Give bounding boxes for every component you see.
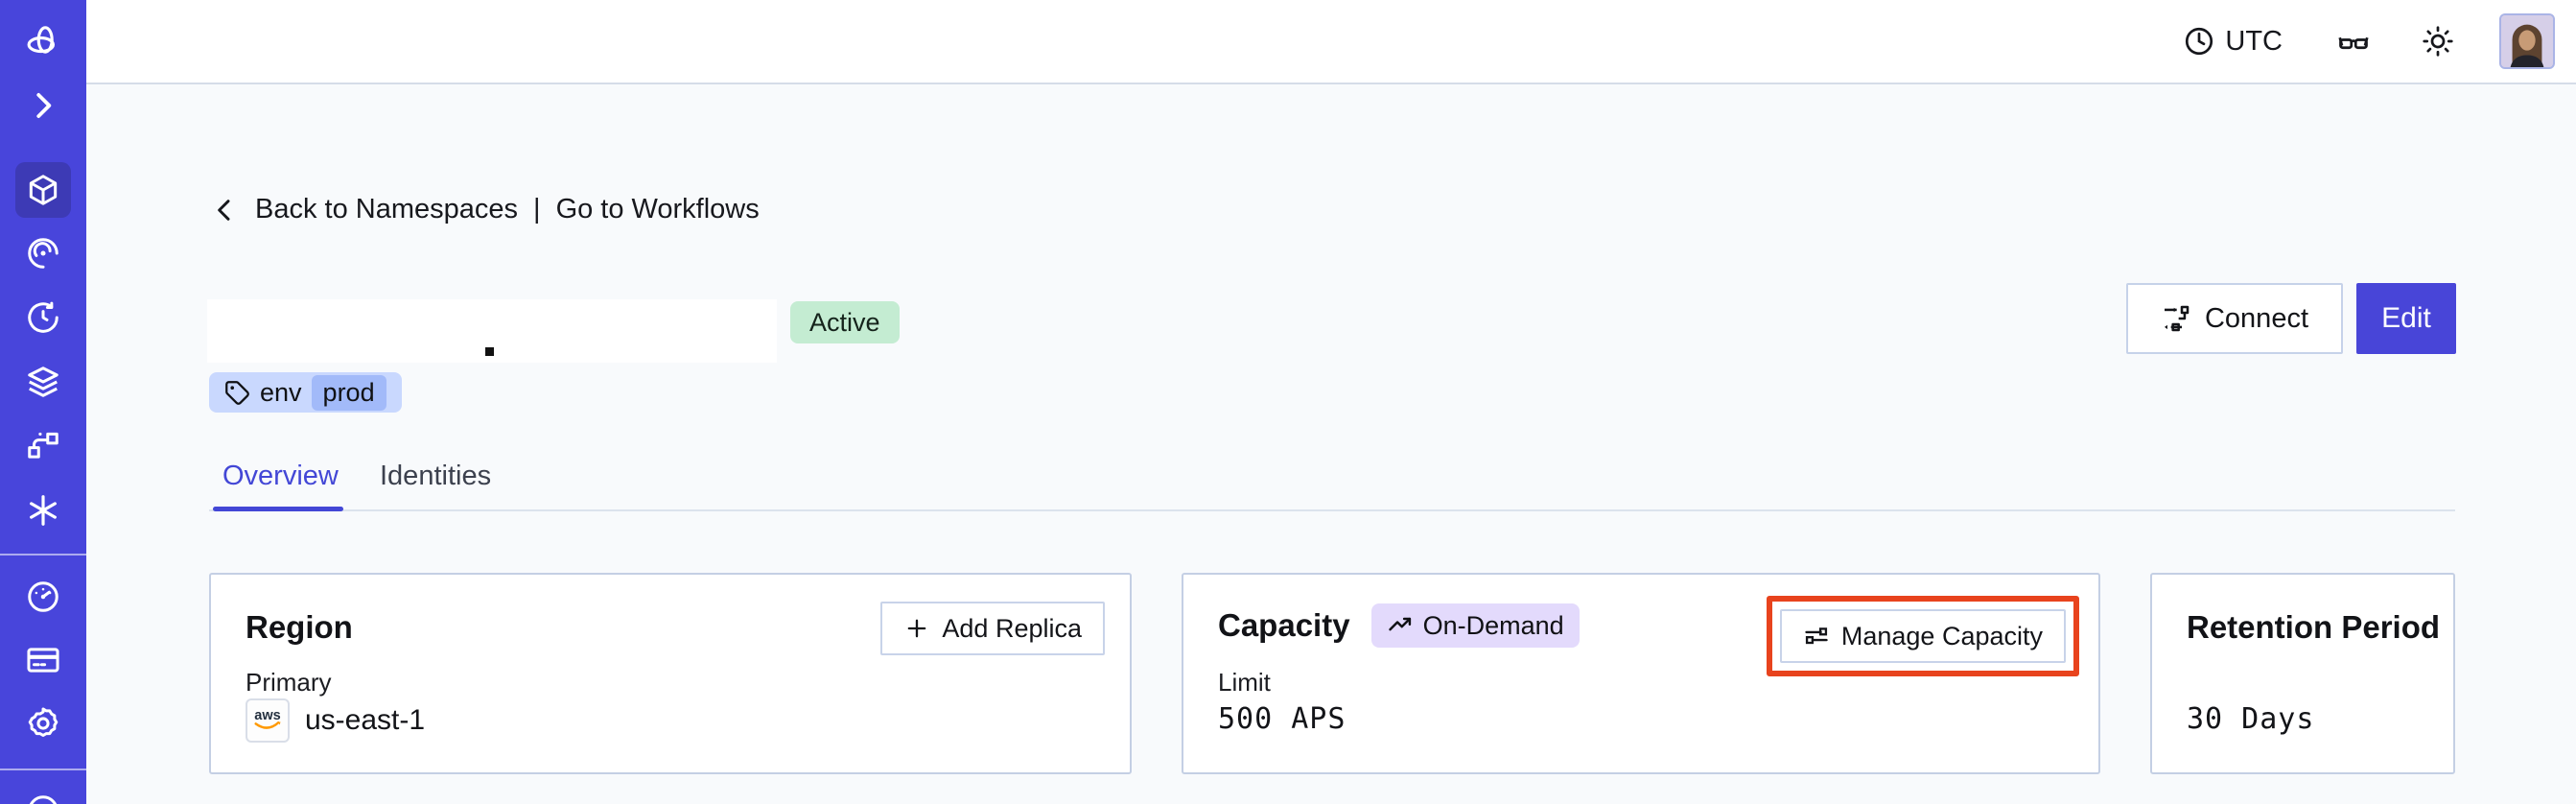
on-demand-label: On-Demand	[1422, 610, 1564, 640]
temporal-logo-icon[interactable]	[0, 15, 86, 69]
tag-value-chip: prod	[311, 374, 386, 411]
retention-card-title: Retention Period	[2187, 609, 2441, 645]
gauge-icon	[28, 581, 59, 612]
retention-card: Retention Period 30 Days	[2150, 573, 2455, 774]
red-annotation-highlight: Manage Capacity	[1766, 596, 2079, 676]
connect-button-label: Connect	[2204, 302, 2308, 334]
limit-label: Limit	[1218, 668, 1271, 697]
chevron-left-icon[interactable]	[209, 195, 240, 225]
tabs-bottom-border	[209, 509, 2455, 511]
credit-card-icon	[27, 648, 59, 673]
connect-flow-icon	[2164, 305, 2190, 332]
sidebar-item-support[interactable]	[0, 792, 86, 804]
region-card: Region Add Replica Primary aws us-east-1	[209, 573, 1132, 774]
on-demand-badge: On-Demand	[1370, 603, 1580, 648]
add-replica-label: Add Replica	[942, 613, 1082, 643]
sidebar-item-deployments[interactable]	[0, 364, 86, 400]
connect-button[interactable]: Connect	[2126, 283, 2343, 354]
namespace-tag-badge: env prod	[209, 372, 402, 413]
labs-glasses-icon[interactable]	[2336, 24, 2371, 59]
topbar: UTC	[86, 0, 2576, 84]
namespace-title-text-remnant	[485, 347, 494, 356]
user-avatar[interactable]	[2499, 13, 2555, 69]
sidebar-item-settings[interactable]	[0, 705, 86, 742]
capacity-card-title: Capacity	[1218, 607, 1350, 643]
manage-capacity-label: Manage Capacity	[1840, 621, 2043, 650]
plus-icon	[908, 619, 926, 638]
tag-key-label: env	[260, 377, 302, 407]
svg-text:aws: aws	[254, 708, 280, 723]
gear-icon	[28, 707, 59, 738]
sidebar-item-namespaces[interactable]	[15, 162, 71, 218]
theme-toggle-sun-icon[interactable]	[2421, 24, 2455, 59]
aws-provider-icon: aws	[246, 698, 290, 743]
region-card-title: Region	[246, 609, 353, 645]
sidebar-item-batch-operations[interactable]	[0, 428, 86, 464]
sidebar	[0, 0, 86, 804]
capacity-card-header: Capacity On-Demand	[1218, 603, 1580, 648]
sidebar-item-usage[interactable]	[0, 579, 86, 615]
nexus-icon	[28, 238, 59, 269]
active-tab-indicator	[213, 507, 343, 511]
sidebar-expand-chevron-icon[interactable]	[0, 88, 86, 123]
timezone-selector[interactable]: UTC	[2183, 25, 2283, 58]
asterisk-icon	[30, 495, 57, 526]
sidebar-item-nexus[interactable]	[0, 235, 86, 272]
timezone-label: UTC	[2225, 25, 2283, 57]
primary-label: Primary	[246, 668, 332, 697]
workflow-branch-icon	[28, 432, 59, 459]
tab-identities[interactable]: Identities	[380, 461, 492, 491]
breadcrumb: Back to Namespaces | Go to Workflows	[209, 194, 760, 225]
trending-up-icon	[1388, 617, 1411, 631]
status-badge: Active	[790, 301, 900, 343]
manage-capacity-button[interactable]: Manage Capacity	[1779, 609, 2066, 663]
sidebar-item-schedules[interactable]	[0, 299, 86, 336]
sidebar-item-nerd-tools[interactable]	[0, 492, 86, 529]
capacity-card: Capacity On-Demand Manage Capacity Limit…	[1182, 573, 2100, 774]
clock-history-icon	[28, 301, 59, 333]
tab-overview[interactable]: Overview	[222, 461, 339, 491]
sidebar-divider	[0, 769, 86, 770]
go-to-workflows-link[interactable]: Go to Workflows	[555, 194, 760, 225]
help-circle-icon	[29, 795, 58, 804]
region-value-row: aws us-east-1	[246, 698, 425, 743]
edit-button[interactable]: Edit	[2356, 283, 2456, 354]
capacity-value: 500 APS	[1218, 702, 1347, 736]
sidebar-divider	[0, 554, 86, 556]
clock-icon	[2186, 27, 2213, 56]
main-content: Back to Namespaces | Go to Workflows Act…	[86, 84, 2576, 804]
cube-icon	[29, 175, 58, 205]
back-to-namespaces-link[interactable]: Back to Namespaces	[255, 194, 519, 225]
add-replica-button[interactable]: Add Replica	[880, 602, 1105, 655]
breadcrumb-separator: |	[533, 194, 541, 225]
retention-value: 30 Days	[2187, 702, 2315, 736]
sidebar-item-billing[interactable]	[0, 642, 86, 678]
region-value: us-east-1	[305, 704, 426, 736]
avatar-image	[2501, 15, 2553, 67]
sliders-icon	[1805, 627, 1828, 645]
tag-icon	[225, 380, 249, 405]
layers-icon	[28, 367, 59, 397]
